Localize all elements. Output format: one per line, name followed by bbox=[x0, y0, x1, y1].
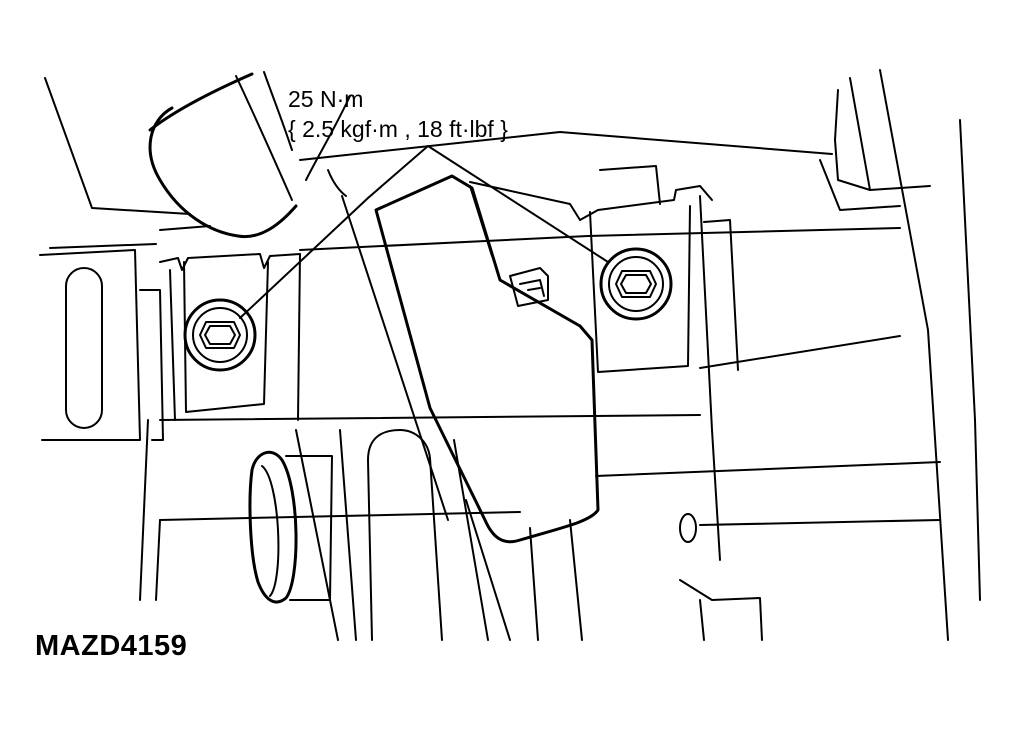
right-bracket bbox=[469, 165, 739, 561]
left-slot-panel bbox=[39, 249, 164, 441]
right-bolt bbox=[599, 247, 673, 321]
arm-nut bbox=[509, 267, 549, 307]
cylinder-component bbox=[148, 71, 351, 239]
lower-shaft bbox=[248, 429, 357, 641]
torque-value-nm: 25 N·m bbox=[288, 86, 364, 112]
torque-annotation: 25 N·m { 2.5 kgf·m , 18 ft·lbf } bbox=[288, 84, 508, 144]
figure-code: MAZD4159 bbox=[35, 630, 188, 662]
left-bracket bbox=[159, 253, 301, 421]
frame-lines bbox=[44, 69, 981, 641]
torque-leader-lines bbox=[239, 145, 609, 319]
lower-slot bbox=[367, 429, 583, 641]
torque-value-alt-units: { 2.5 kgf·m , 18 ft·lbf } bbox=[288, 116, 508, 142]
crossbar bbox=[159, 131, 941, 526]
left-bolt bbox=[183, 298, 257, 372]
right-lower-body bbox=[679, 513, 763, 641]
